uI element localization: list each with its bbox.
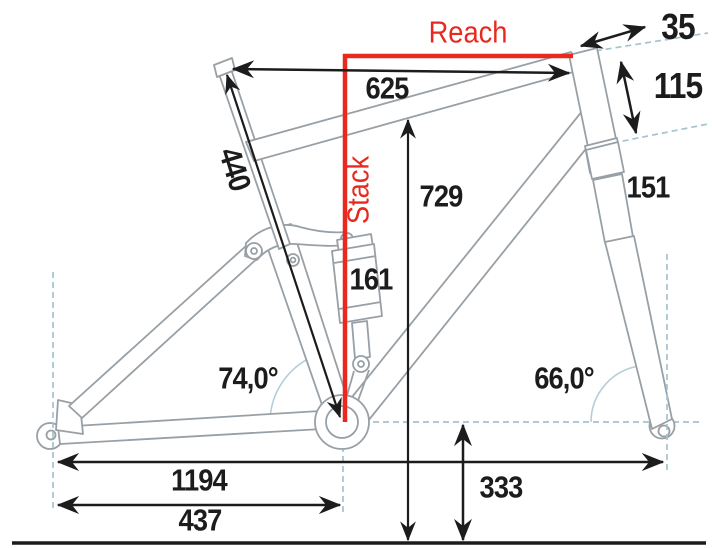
spacer-value-label: 35 <box>661 6 695 47</box>
top-tube <box>245 51 585 162</box>
fork-crown <box>585 141 625 180</box>
shock-shaft <box>351 320 371 360</box>
bb-height-value-label: 333 <box>479 469 524 505</box>
bottom-bracket-inner <box>325 405 359 439</box>
reach-label: Reach <box>428 14 508 50</box>
shock-value-label: 161 <box>349 261 394 297</box>
head-tube-arrow <box>616 60 641 135</box>
seat-tube-arrow <box>225 73 342 419</box>
top-tube-arrow <box>231 60 571 82</box>
spacer-arrow <box>579 24 647 49</box>
reach-stack-lines <box>342 53 573 422</box>
seat-angle-value-label: 74,0° <box>218 360 278 396</box>
front-height-value-label: 729 <box>419 178 464 214</box>
top-tube-value-label: 625 <box>365 70 410 106</box>
head-tube-value-label: 115 <box>653 65 703 106</box>
fork-lower-leg <box>604 235 673 430</box>
fork-lower-value-label: 151 <box>626 169 671 205</box>
head-angle-arc <box>590 365 640 423</box>
rear-axle-icon <box>45 429 57 441</box>
head-tube-bottom-reference-line <box>602 123 709 146</box>
chainstay-tube <box>57 410 323 445</box>
stack-label: Stack <box>340 155 376 225</box>
wheelbase-value-label: 1194 <box>171 462 228 498</box>
axle-reference-lines <box>52 254 668 512</box>
head-angle-value-label: 66,0° <box>534 360 594 396</box>
measurement-arrows <box>56 24 665 542</box>
chainstay-value-label: 437 <box>178 502 223 538</box>
